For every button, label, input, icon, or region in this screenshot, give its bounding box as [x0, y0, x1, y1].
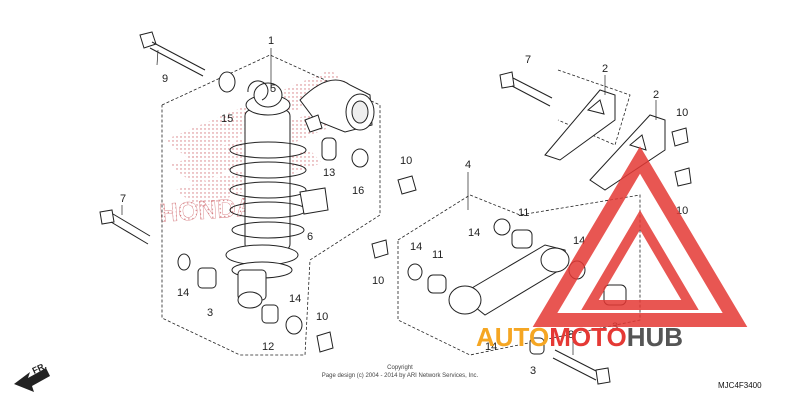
- rear-shock-absorber: [225, 79, 375, 309]
- callout-13: 13: [323, 167, 335, 179]
- callout-2-upper: 2: [602, 63, 608, 75]
- link-plates: [544, 89, 666, 191]
- shock-group-outline: [161, 54, 381, 356]
- callout-7-right: 7: [525, 54, 531, 66]
- bolt-9: [139, 31, 206, 77]
- watermark-logo-triangle: [532, 146, 748, 327]
- callout-14-f: 14: [485, 341, 497, 353]
- callout-5: 5: [270, 83, 276, 95]
- callout-6: 6: [307, 231, 313, 243]
- callout-9: 9: [162, 73, 168, 85]
- honda-logo-text: HONDA: [158, 191, 255, 228]
- callout-1: 1: [268, 35, 274, 47]
- callout-7-left: 7: [120, 193, 126, 205]
- callout-8: 8: [568, 329, 574, 341]
- callout-2-lower: 2: [653, 89, 659, 101]
- copyright-title: Copyright: [387, 365, 413, 371]
- callout-3-left: 3: [207, 307, 213, 319]
- callout-10-e: 10: [316, 311, 328, 323]
- front-direction-arrow: FR.: [14, 361, 50, 392]
- callout-11-a: 11: [518, 207, 529, 219]
- callout-16: 16: [352, 185, 364, 197]
- leader-lines: [121, 48, 657, 355]
- callout-3-bottom: 3: [530, 365, 536, 377]
- bolt-7-left: [99, 209, 151, 245]
- callout-14-d: 14: [177, 287, 189, 299]
- cushion-link-rod: [448, 244, 570, 316]
- callout-10-d: 10: [372, 275, 384, 287]
- watermark-text: AUTOMOTOHUB: [476, 322, 683, 352]
- bolt-8: [552, 349, 611, 385]
- bolt-7-right: [499, 71, 553, 107]
- callout-12: 12: [262, 341, 274, 353]
- callout-4: 4: [465, 159, 471, 171]
- callout-14-b: 14: [410, 241, 422, 253]
- callout-14-a: 14: [468, 227, 480, 239]
- callout-15: 15: [221, 113, 233, 125]
- small-parts: [177, 71, 692, 355]
- callout-10-a: 10: [400, 155, 412, 167]
- callout-10-b: 10: [676, 107, 688, 119]
- callout-14-e: 14: [289, 293, 301, 305]
- callout-numbers: 1 2 2 3 3 3 4 5 6 7 7 8 9 10 10 10 10 10…: [120, 35, 688, 377]
- copyright-notice: Page design (c) 2004 - 2014 by ARI Netwo…: [322, 373, 479, 379]
- link-group-outline: [397, 69, 641, 356]
- callout-11-b: 11: [432, 249, 443, 261]
- diagram-code: MJC4F3400: [718, 381, 762, 390]
